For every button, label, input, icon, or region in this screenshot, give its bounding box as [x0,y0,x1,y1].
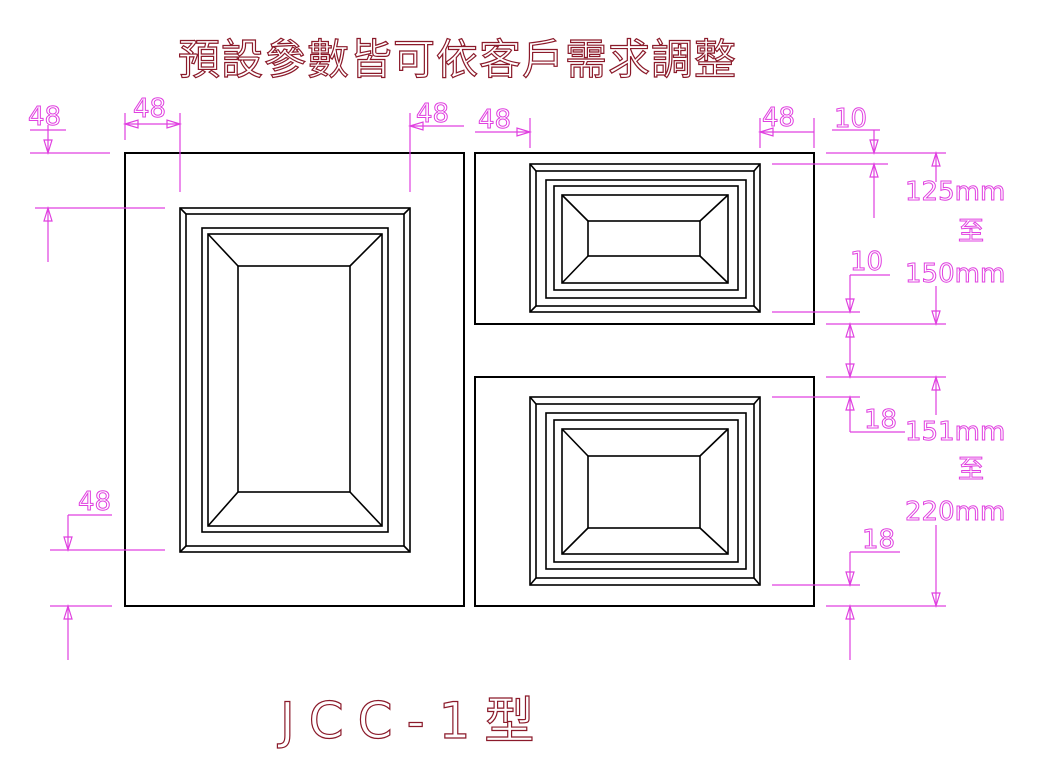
page-title: 預設參數皆可依客戶需求調整 [178,35,737,84]
left-door [124,152,465,607]
model-label: JCC-1型 [277,692,548,750]
range-upper-to: 至 [958,217,984,247]
dim-bottom-top-gap: 18 [864,405,897,435]
range-upper-max: 150mm [905,259,1005,289]
range-lower-max: 220mm [905,497,1005,527]
dim-top-drawer-left: 48 [478,105,511,135]
dim-top-drawer-right: 48 [762,103,795,133]
dim-top-bottom-gap: 10 [850,247,883,277]
dim-left-bottom: 48 [78,487,111,517]
dimension-lines [30,113,946,660]
dim-bottom-bottom-gap: 18 [862,525,895,555]
bottom-drawer [474,376,815,607]
dim-left-top: 48 [28,102,61,132]
range-lower-to: 至 [958,455,984,485]
dim-left-right: 48 [416,99,449,129]
dim-top-gap: 10 [834,104,867,134]
range-lower-min: 151mm [905,417,1005,447]
top-drawer [474,152,815,325]
range-upper-min: 125mm [905,177,1005,207]
dim-left-left: 48 [133,94,166,124]
